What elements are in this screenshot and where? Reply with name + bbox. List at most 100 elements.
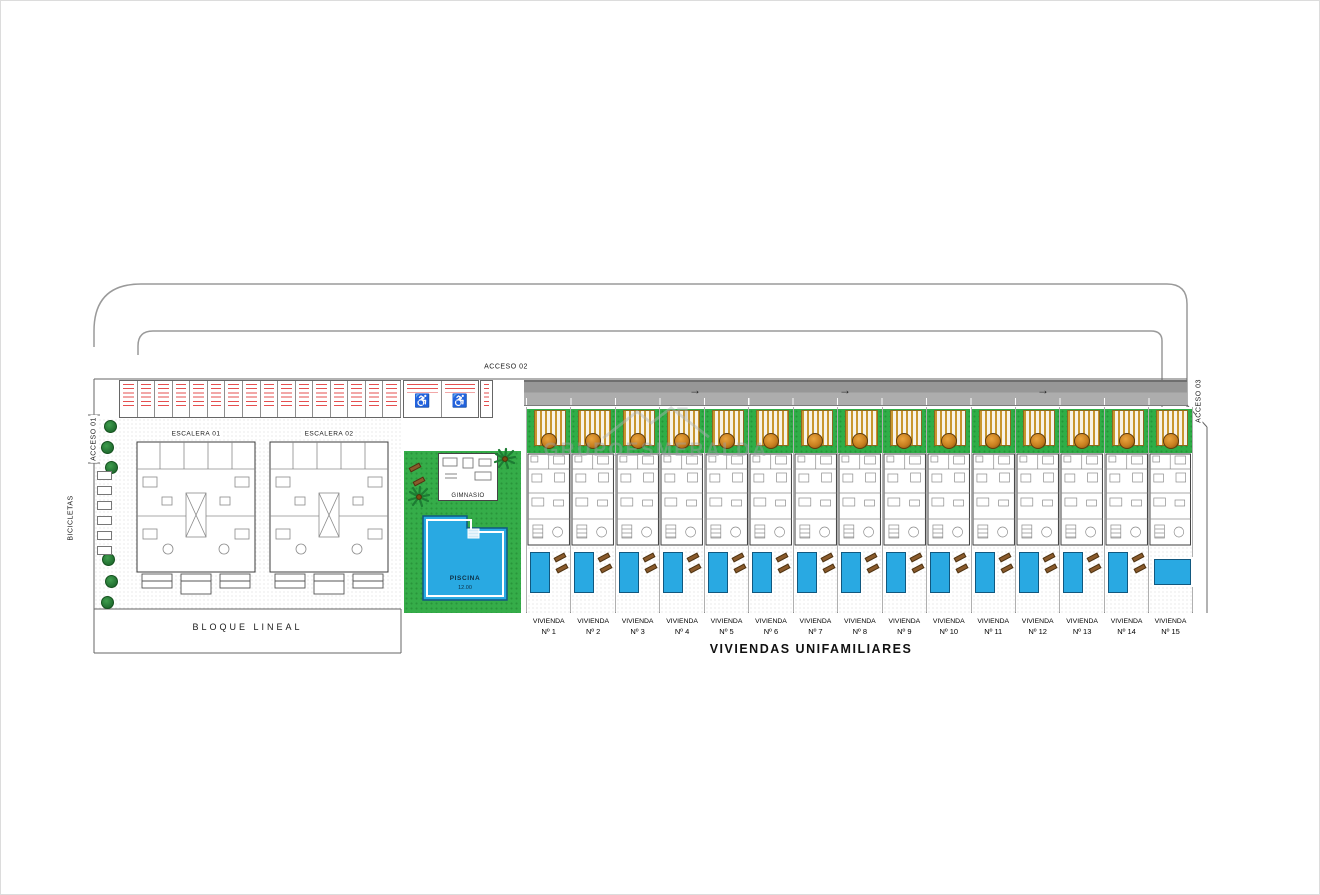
parking-stall-text: [316, 384, 327, 406]
villa-pool: [707, 552, 728, 593]
villa-number: Nº 4: [674, 626, 690, 636]
villa-pool: [618, 552, 639, 593]
bike-rack: [97, 486, 112, 495]
villa-pool: [1107, 552, 1128, 593]
villa-house-plan: [616, 453, 659, 546]
tree-icon: [896, 433, 913, 449]
parking-stall-text: [368, 384, 380, 406]
villa-plot: VIVIENDA Nº 1: [526, 407, 571, 636]
villa-garden: [793, 409, 838, 453]
lounger-icon: [1133, 563, 1147, 574]
villa-house-plan: [1016, 453, 1059, 546]
villa-garden: [838, 409, 882, 453]
tree-icon: [540, 433, 557, 449]
villa-terrace: [971, 546, 1015, 613]
villa-number: Nº 10: [939, 626, 959, 636]
parking-stall: [278, 381, 296, 417]
villa-house-plan: [838, 453, 882, 546]
villa-garden: [971, 409, 1015, 453]
villa-plot: VIVIENDA Nº 3: [614, 407, 660, 636]
villa-garden: [882, 409, 927, 453]
villas-row: VIVIENDA Nº 1: [526, 407, 1194, 647]
villa-word: VIVIENDA: [1110, 618, 1143, 625]
villa-word: VIVIENDA: [932, 618, 965, 625]
villa-garden: [527, 409, 571, 453]
villa-label: VIVIENDA Nº 2: [569, 617, 616, 638]
villa-pool: [974, 552, 995, 593]
lounger-icon: [866, 563, 880, 574]
parking-stall-text: [281, 384, 292, 406]
villa-number: Nº 11: [984, 626, 1003, 636]
handicap-stall: ♿: [404, 381, 442, 417]
lounger-icon: [688, 563, 702, 574]
villa-word: VIVIENDA: [977, 618, 1010, 625]
villa-terrace: [793, 546, 838, 613]
villa-plot: VIVIENDA Nº 8: [837, 407, 882, 636]
lounger-icon: [955, 563, 969, 574]
tree-icon: [1118, 433, 1135, 449]
gimnasio-label: GIMNASIO: [451, 493, 485, 499]
parking-stall: [137, 381, 156, 417]
villa-label: VIVIENDA Nº 3: [614, 617, 661, 638]
villa-house-plan: [749, 453, 793, 546]
tree-icon: [718, 433, 735, 449]
viviendas-unifamiliares-label: VIVIENDAS UNIFAMILIARES: [709, 642, 913, 656]
bike-rack: [97, 501, 112, 510]
parking-stall: [313, 381, 331, 417]
villa-pool: [841, 552, 862, 593]
escalera-02-label: ESCALERA 02: [302, 430, 356, 438]
villa-house-plan: [1105, 453, 1148, 546]
villa-number: Nº 7: [808, 626, 823, 636]
parking-stall-text: [444, 384, 475, 393]
tree-icon: [1029, 433, 1046, 449]
lounger-icon: [953, 552, 967, 563]
villa-label: VIVIENDA Nº 11: [970, 617, 1017, 638]
lounger-icon: [408, 462, 422, 473]
villa-terrace: [527, 546, 571, 613]
apartment-building-2: [269, 441, 389, 597]
villa-word: VIVIENDA: [888, 618, 921, 625]
escalera-01-label: ESCALERA 01: [169, 430, 223, 438]
villa-pool: [796, 552, 817, 593]
road-arrow-icon: →: [689, 383, 701, 397]
parking-stall-text: [263, 384, 275, 406]
lounger-icon: [644, 563, 658, 574]
villa-terrace: [660, 546, 704, 613]
road-arrow-icon: →: [1037, 383, 1049, 397]
parking-stall-text: [123, 384, 134, 406]
parking-stall: [348, 381, 366, 417]
tree-icon: [940, 433, 957, 449]
handicap-parking: ♿ ♿: [403, 380, 479, 418]
villa-number: Nº 14: [1117, 626, 1136, 636]
tree-icon: [1162, 433, 1179, 449]
villa-terrace: [927, 546, 971, 613]
parking-stall: [172, 381, 191, 417]
lounger-icon: [777, 563, 791, 574]
villa-house-plan: [527, 453, 570, 546]
bike-rack: [97, 546, 112, 555]
villa-pool: [930, 552, 951, 593]
villa-pool: [885, 552, 906, 593]
parking-stall-text: [386, 384, 397, 406]
tree-icon: [629, 433, 646, 449]
apartment-building-1: [136, 441, 256, 597]
villa-plot: VIVIENDA Nº 15: [1148, 407, 1193, 636]
villa-plot: VIVIENDA Nº 5: [703, 407, 749, 636]
villa-garden: [704, 409, 749, 453]
bush-icon: [101, 441, 114, 454]
villa-word: VIVIENDA: [1021, 618, 1054, 625]
tree-icon: [762, 433, 779, 449]
lounger-icon: [775, 552, 789, 563]
acceso-03-label: ACCESO 03: [1195, 377, 1203, 425]
villa-word: VIVIENDA: [532, 618, 565, 625]
lounger-icon: [555, 563, 569, 574]
villa-garden: [615, 409, 660, 453]
villa-terrace: [704, 546, 749, 613]
villa-number: Nº 2: [585, 626, 601, 636]
lounger-icon: [911, 563, 925, 574]
villa-word: VIVIENDA: [799, 618, 832, 625]
villa-word: VIVIENDA: [577, 618, 610, 625]
villa-garden: [1060, 409, 1104, 453]
lounger-icon: [820, 552, 834, 563]
